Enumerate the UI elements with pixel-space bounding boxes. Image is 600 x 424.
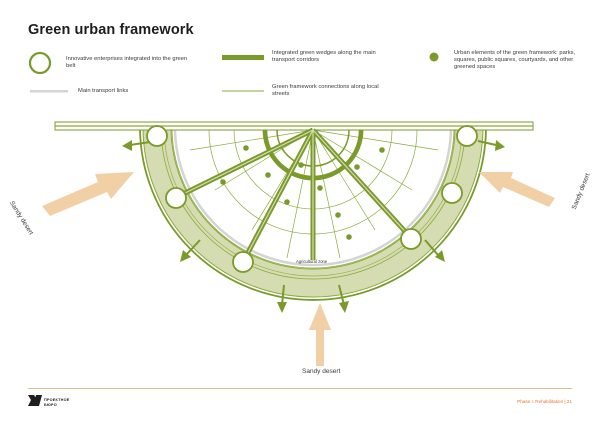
local-street-6 bbox=[312, 129, 376, 231]
outward-arrow-bottom-right bbox=[338, 284, 349, 313]
agricultural-zone-label: Agricultural zone bbox=[296, 259, 328, 264]
footer-divider bbox=[28, 388, 572, 389]
desert-arrow-bottom bbox=[309, 303, 331, 366]
legend-transport-icon bbox=[30, 90, 68, 93]
enterprise-circle bbox=[456, 125, 478, 147]
local-street-1 bbox=[189, 129, 314, 151]
outward-arrow-lower-right bbox=[424, 239, 445, 262]
belt-outer-edge bbox=[139, 126, 487, 301]
legend-connections-label: Green framework connections along local … bbox=[272, 84, 379, 98]
outward-arrows bbox=[122, 140, 505, 313]
legend-urban-element-icon bbox=[429, 52, 439, 62]
logo-text: ПРОЕКТНОЕ БЮРО bbox=[44, 398, 69, 407]
legend-urban-elements-label: Urban elements of the green framework: p… bbox=[454, 50, 576, 71]
enterprise-circle bbox=[232, 251, 254, 273]
green-wedges-centerlines bbox=[176, 129, 412, 263]
urban-element-dot bbox=[354, 164, 360, 170]
urban-element-dot bbox=[284, 199, 290, 205]
green-wedge-4-line bbox=[312, 129, 412, 239]
legend-transport-label: Main transport links bbox=[78, 88, 129, 94]
urban-element-dot bbox=[346, 234, 352, 240]
urban-element-dot bbox=[265, 172, 271, 178]
legend-wedge-icon bbox=[222, 55, 264, 60]
logo-mark-icon bbox=[28, 395, 42, 406]
urban-element-dot bbox=[335, 212, 341, 218]
green-belt-ring bbox=[142, 126, 484, 298]
urban-elements bbox=[220, 145, 385, 240]
green-wedge-1-line bbox=[176, 129, 314, 198]
legend-enterprise-icon bbox=[28, 51, 52, 75]
urban-element-dot bbox=[317, 185, 323, 191]
page-title: Green urban framework bbox=[28, 22, 194, 38]
outward-arrow-left bbox=[122, 140, 151, 151]
logo-line-1: ПРОЕКТНОЕ bbox=[44, 398, 70, 402]
urban-element-dot bbox=[220, 179, 226, 185]
desert-arrows bbox=[42, 172, 555, 366]
outward-arrow-right bbox=[477, 140, 505, 151]
legend-enterprises-label: Innovative enterprises integrated into t… bbox=[66, 56, 188, 70]
enterprise-circle bbox=[441, 182, 463, 204]
enterprise-circle bbox=[165, 187, 187, 209]
desert-label-bottom: Sandy desert bbox=[302, 368, 341, 375]
local-street-7 bbox=[312, 129, 413, 191]
green-wedge-2-line bbox=[242, 129, 314, 263]
page-info: Phase I. Rehabilitation | 21 bbox=[517, 399, 572, 404]
desert-arrow-right bbox=[479, 172, 555, 207]
urban-element-dot bbox=[379, 147, 385, 153]
desert-arrow-left bbox=[42, 172, 134, 216]
local-street-8 bbox=[312, 129, 439, 151]
urban-element-dot bbox=[298, 162, 304, 168]
enterprises bbox=[146, 125, 478, 273]
legend-wedges-label: Integrated green wedges along the main t… bbox=[272, 50, 376, 64]
enterprise-circle bbox=[146, 125, 168, 147]
urban-element-dot bbox=[243, 145, 249, 151]
outward-arrow-bottom-left bbox=[277, 284, 287, 313]
enterprise-circle bbox=[400, 228, 422, 250]
logo-line-2: БЮРО bbox=[44, 402, 57, 407]
local-street-4 bbox=[286, 129, 314, 259]
local-street-5 bbox=[312, 129, 341, 259]
outward-arrow-lower-left bbox=[180, 239, 201, 262]
